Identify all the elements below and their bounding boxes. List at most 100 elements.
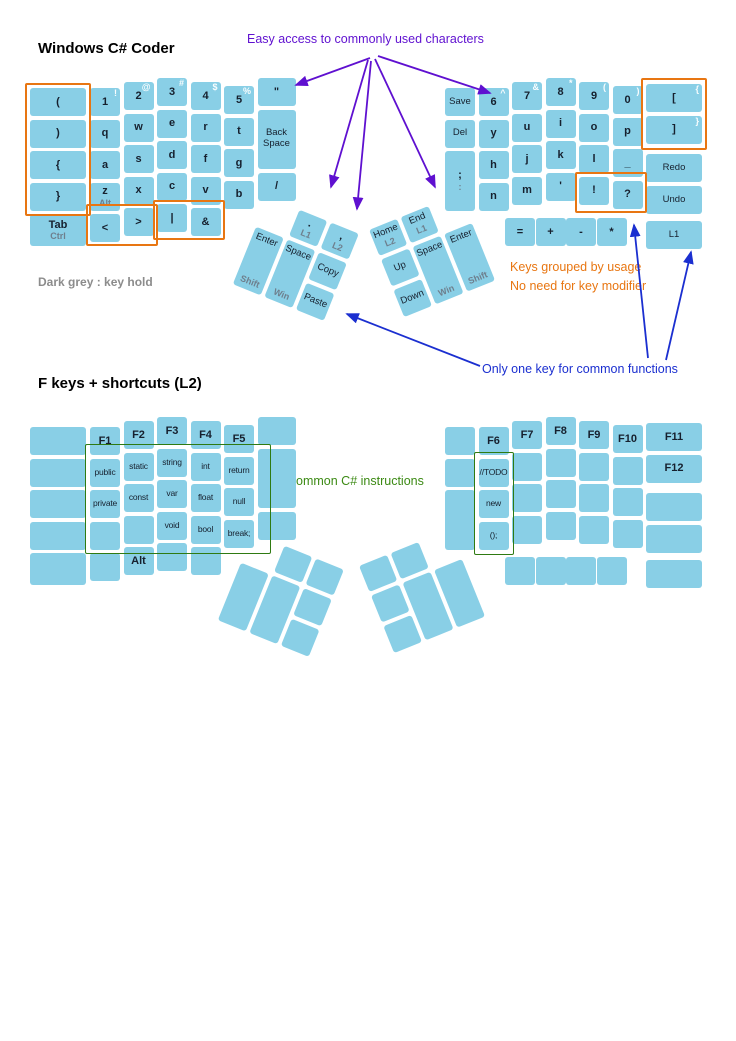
key-label: (); (489, 529, 498, 540)
key-shift-label: ( (603, 82, 606, 92)
highlight-box-orange (575, 172, 647, 213)
key-label: i (558, 117, 563, 130)
key-label: c (168, 180, 176, 193)
key-label: a (101, 158, 109, 171)
key-label: public (94, 466, 116, 477)
key-label: Copy (315, 261, 341, 280)
key-label: private (92, 498, 118, 509)
key-label: , (338, 229, 346, 243)
key-blank (512, 484, 542, 512)
key-label: Redo (662, 161, 686, 173)
key-blank: * (596, 218, 627, 246)
key-new: new (478, 490, 509, 518)
key-label: 5 (235, 93, 243, 106)
arrow-purple (329, 59, 369, 189)
key-label: u (523, 121, 531, 134)
key-label: F2 (132, 428, 145, 441)
key-f6: F6 (478, 427, 509, 455)
key-label: ! (592, 184, 596, 197)
key-label: w (134, 121, 143, 134)
key-label: new (486, 498, 501, 509)
key-label: static (129, 460, 148, 471)
key-label: string (162, 456, 182, 467)
key-blank (545, 480, 576, 508)
key-q: q (90, 119, 120, 148)
key-blank: = (505, 218, 535, 246)
key-blank: ' (545, 172, 576, 201)
key-blank (30, 490, 86, 518)
key-label: q (101, 127, 109, 140)
key-label: = (516, 225, 524, 238)
key-label: ? (624, 188, 631, 201)
key-label: d (168, 148, 176, 161)
key-label: h (490, 158, 497, 171)
key-blank (579, 515, 609, 544)
key-label: 8 (557, 85, 564, 98)
key-label: ( (56, 95, 60, 108)
key-blank: > (123, 208, 154, 236)
key-blank (646, 560, 702, 588)
key-t: t (224, 117, 254, 146)
highlight-box-orange (25, 83, 91, 216)
key-f7: F7 (512, 421, 542, 449)
key-6: 6^ (478, 88, 509, 116)
key-hold-label: Ctrl (50, 231, 66, 242)
key-blank (646, 493, 702, 521)
key-shift-label: & (532, 82, 540, 92)
key-label: 9 (590, 89, 598, 102)
key-7: 7& (512, 82, 542, 110)
arrow-purple (374, 58, 436, 189)
key-l: l (579, 145, 609, 173)
key-8: 8* (545, 78, 576, 106)
key-hold-label: L1 (299, 227, 313, 241)
key-shift-label: { (695, 84, 699, 94)
key-label: 2 (135, 89, 142, 102)
annotation-keys-grouped: Keys grouped by usage (510, 260, 642, 274)
key-hold-label: Shift (239, 272, 262, 290)
key-blank: ? (612, 180, 643, 209)
key-label: r (203, 121, 208, 134)
key-blank (445, 427, 475, 455)
key-blank: ) (30, 119, 86, 148)
key-p: p (612, 117, 643, 146)
key-label: n (490, 190, 497, 203)
key-paste: Paste (295, 282, 335, 321)
key-label: Down (398, 287, 426, 307)
key-v: v (190, 176, 221, 205)
key-j: j (512, 145, 542, 173)
key-label: Tab (48, 218, 68, 231)
key-shift-label: % (242, 86, 251, 96)
key-label: s (135, 152, 142, 165)
key-blank (505, 557, 535, 585)
key-label: Space (283, 242, 313, 264)
key-redo: Redo (646, 154, 702, 182)
key-label: k (557, 148, 564, 161)
key-blank (257, 511, 296, 540)
key-return: return (224, 456, 254, 485)
key-label: Back Space (263, 127, 290, 150)
key-label: > (135, 215, 142, 228)
key-blank: ! (579, 176, 609, 205)
key-blank (579, 452, 609, 481)
key-w: w (123, 113, 154, 142)
key-m: m (512, 176, 542, 205)
page-title: Windows C# Coder (38, 40, 175, 57)
key-f10: F10 (612, 425, 643, 453)
key-a: a (90, 151, 120, 179)
key-blank (596, 557, 627, 585)
highlight-box-green (85, 444, 271, 554)
key-label: x (135, 184, 142, 197)
key-blank (545, 511, 576, 540)
key-i: i (545, 109, 576, 138)
legend-dark-grey-key-hold: Dark grey : key hold (38, 275, 153, 289)
key-null: null (224, 488, 254, 516)
key-label: F3 (165, 424, 179, 437)
key-label: null (232, 496, 246, 507)
key-label: g (235, 156, 243, 169)
key-k: k (545, 141, 576, 169)
key-h: h (478, 151, 509, 179)
key-blank (190, 547, 221, 575)
key-shift-label: # (178, 78, 184, 88)
